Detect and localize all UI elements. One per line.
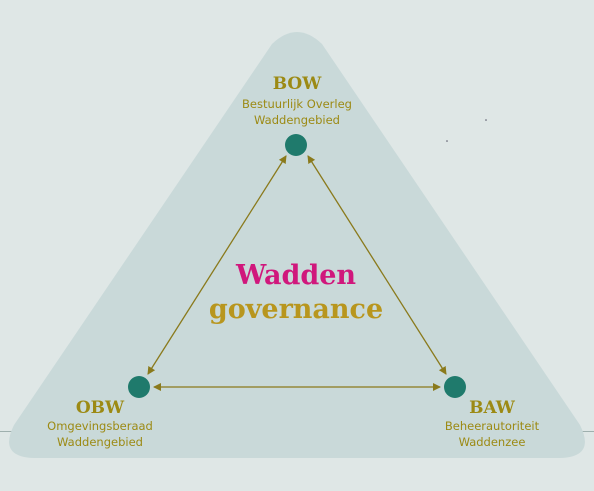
node-bow-name-line2: Waddengebied xyxy=(254,113,340,127)
node-bow-abbr: BOW xyxy=(272,74,322,94)
left-edge-line xyxy=(0,431,18,432)
node-baw-circle xyxy=(444,376,466,398)
center-title-line2: governance xyxy=(208,294,384,325)
node-obw-circle xyxy=(128,376,150,398)
node-obw-name-line2: Waddengebied xyxy=(57,435,143,449)
arrow-top-left xyxy=(147,155,287,375)
decorative-dot xyxy=(485,119,487,121)
center-title-line1: Wadden xyxy=(235,260,357,291)
node-baw-abbr: BAW xyxy=(469,398,515,418)
node-obw-name-line1: Omgevingsberaad xyxy=(47,419,153,433)
node-bow-name-line1: Bestuurlijk Overleg xyxy=(242,97,352,111)
arrow-top-right xyxy=(307,155,447,375)
right-edge-line xyxy=(580,431,594,432)
decorative-dot xyxy=(446,140,448,142)
node-baw-name-line2: Waddenzee xyxy=(458,435,526,449)
node-obw-abbr: OBW xyxy=(75,398,125,418)
node-bow-circle xyxy=(285,134,307,156)
node-baw-name-line1: Beheerautoriteit xyxy=(444,419,540,433)
